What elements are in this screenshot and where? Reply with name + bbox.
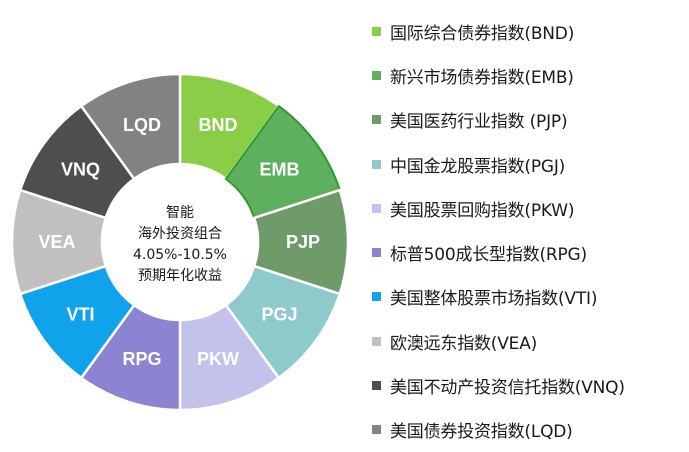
legend-swatch <box>372 381 381 391</box>
legend-swatch <box>372 292 381 302</box>
legend-label: 美国整体股票市场指数(VTI) <box>390 289 598 310</box>
slice-label-pjp: PJP <box>286 232 320 252</box>
center-line-1: 智能 <box>166 205 194 221</box>
legend-label: 中国金龙股票指数(PGJ) <box>390 156 566 177</box>
slice-label-vnq: VNQ <box>61 160 100 180</box>
legend-item-bnd: 国际综合债券指数(BND) <box>372 9 687 53</box>
legend-item-pkw: 美国股票回购指数(PKW) <box>372 186 687 230</box>
legend-label: 美国医药行业指数 (PJP) <box>390 112 568 133</box>
donut-chart: BND EMB PJP PGJ PKW RPG VTI VEA VNQ LQD 智能 海外投资组合… <box>10 72 350 412</box>
legend-item-vti: 美国整体股票市场指数(VTI) <box>372 275 687 319</box>
legend-item-pjp: 美国医药行业指数 (PJP) <box>372 98 687 142</box>
legend: 国际综合债券指数(BND) 新兴市场债券指数(EMB) 美国医药行业指数 (PJP)… <box>372 9 687 452</box>
slice-label-pkw: PKW <box>197 349 239 369</box>
legend-item-lqd: 美国债券投资指数(LQD) <box>372 408 687 452</box>
legend-item-vea: 欧澳远东指数(VEA) <box>372 319 687 363</box>
legend-swatch <box>372 203 381 213</box>
slice-lqd <box>79 72 182 181</box>
legend-label: 美国股票回购指数(PKW) <box>390 200 575 221</box>
legend-swatch <box>372 425 381 435</box>
legend-swatch <box>372 336 381 346</box>
legend-label: 新兴市场债券指数(EMB) <box>390 67 574 88</box>
center-line-2: 海外投资组合 <box>138 226 222 242</box>
slice-label-rpg: RPG <box>122 349 161 369</box>
slice-label-emb: EMB <box>260 160 300 180</box>
legend-swatch <box>372 26 381 36</box>
legend-item-rpg: 标普500成长型指数(RPG) <box>372 230 687 274</box>
legend-item-pgj: 中国金龙股票指数(PGJ) <box>372 142 687 186</box>
legend-swatch <box>372 70 381 80</box>
slice-label-lqd: LQD <box>123 115 161 135</box>
slice-label-pgj: PGJ <box>261 304 297 324</box>
slice-label-vea: VEA <box>38 232 75 252</box>
legend-label: 国际综合债券指数(BND) <box>390 23 575 44</box>
legend-swatch <box>372 115 381 125</box>
center-line-4: 预期年化收益 <box>138 268 222 284</box>
legend-label: 美国债券投资指数(LQD) <box>390 422 573 443</box>
legend-swatch <box>372 248 381 258</box>
legend-label: 欧澳远东指数(VEA) <box>390 333 538 354</box>
slice-label-vti: VTI <box>66 304 94 324</box>
center-line-3: 4.05%-10.5% <box>133 247 227 263</box>
center-text: 智能 海外投资组合 4.05%-10.5% 预期年化收益 <box>133 205 227 284</box>
slice-label-bnd: BND <box>199 115 238 135</box>
legend-swatch <box>372 159 381 169</box>
legend-label: 标普500成长型指数(RPG) <box>390 245 587 266</box>
legend-item-emb: 新兴市场债券指数(EMB) <box>372 53 687 97</box>
legend-label: 美国不动产投资信托指数(VNQ) <box>390 378 625 399</box>
legend-item-vnq: 美国不动产投资信托指数(VNQ) <box>372 363 687 407</box>
